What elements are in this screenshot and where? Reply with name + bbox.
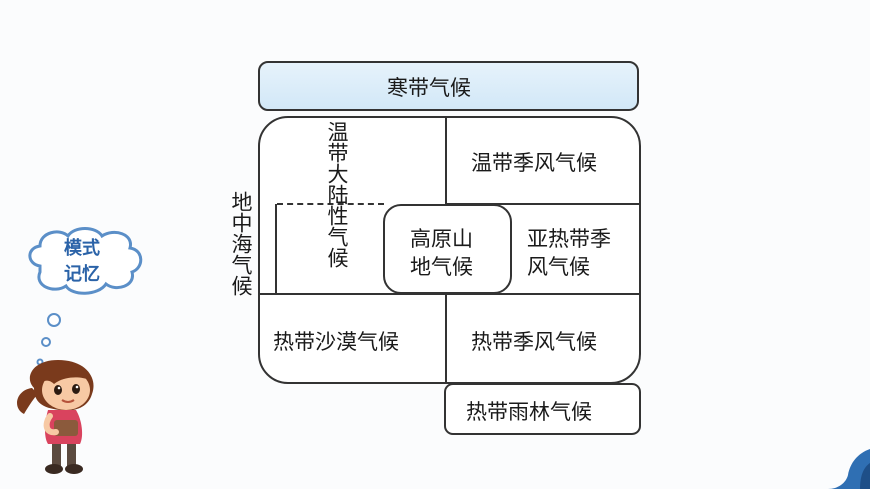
tropical-rainforest-label: 热带雨林气候: [466, 400, 592, 424]
mediterranean-strip: [260, 204, 277, 294]
cold-zone-box: [258, 61, 639, 111]
subtropical-monsoon-label-1: 亚热带季: [527, 227, 611, 251]
divider-vertical: [445, 116, 447, 204]
subtropical-monsoon-label-2: 风气候: [527, 255, 590, 279]
divider-middle-lower: [260, 293, 640, 295]
memory-badge-label: 模式 记忆: [52, 236, 112, 288]
mediterranean-label: 地中海气候: [229, 191, 253, 296]
tropical-rainforest-box: [444, 383, 641, 435]
plateau-mountain-label-1: 高原山: [410, 227, 473, 251]
divider-right-upper: [445, 203, 640, 205]
plateau-mountain-box: [383, 204, 512, 294]
corner-wave-icon: [828, 449, 870, 489]
tropical-desert-label: 热带沙漠气候: [273, 330, 399, 354]
divider-vertical-lower: [445, 294, 447, 384]
thought-cloud-icon: [28, 227, 143, 295]
tropical-monsoon-label: 热带季风气候: [471, 330, 597, 354]
dashed-boundary: [277, 203, 384, 205]
girl-thinking-icon: [17, 360, 94, 474]
thought-bubbles-icon: [36, 313, 61, 366]
plateau-mountain-label-2: 地气候: [410, 255, 473, 279]
temperate-continental-label: 温带大陆性气候: [325, 121, 349, 268]
temperate-monsoon-label: 温带季风气候: [471, 151, 597, 175]
memory-badge-line2: 记忆: [64, 264, 100, 285]
cold-zone-label: 寒带气候: [387, 76, 471, 100]
memory-badge-line1: 模式: [64, 238, 100, 259]
